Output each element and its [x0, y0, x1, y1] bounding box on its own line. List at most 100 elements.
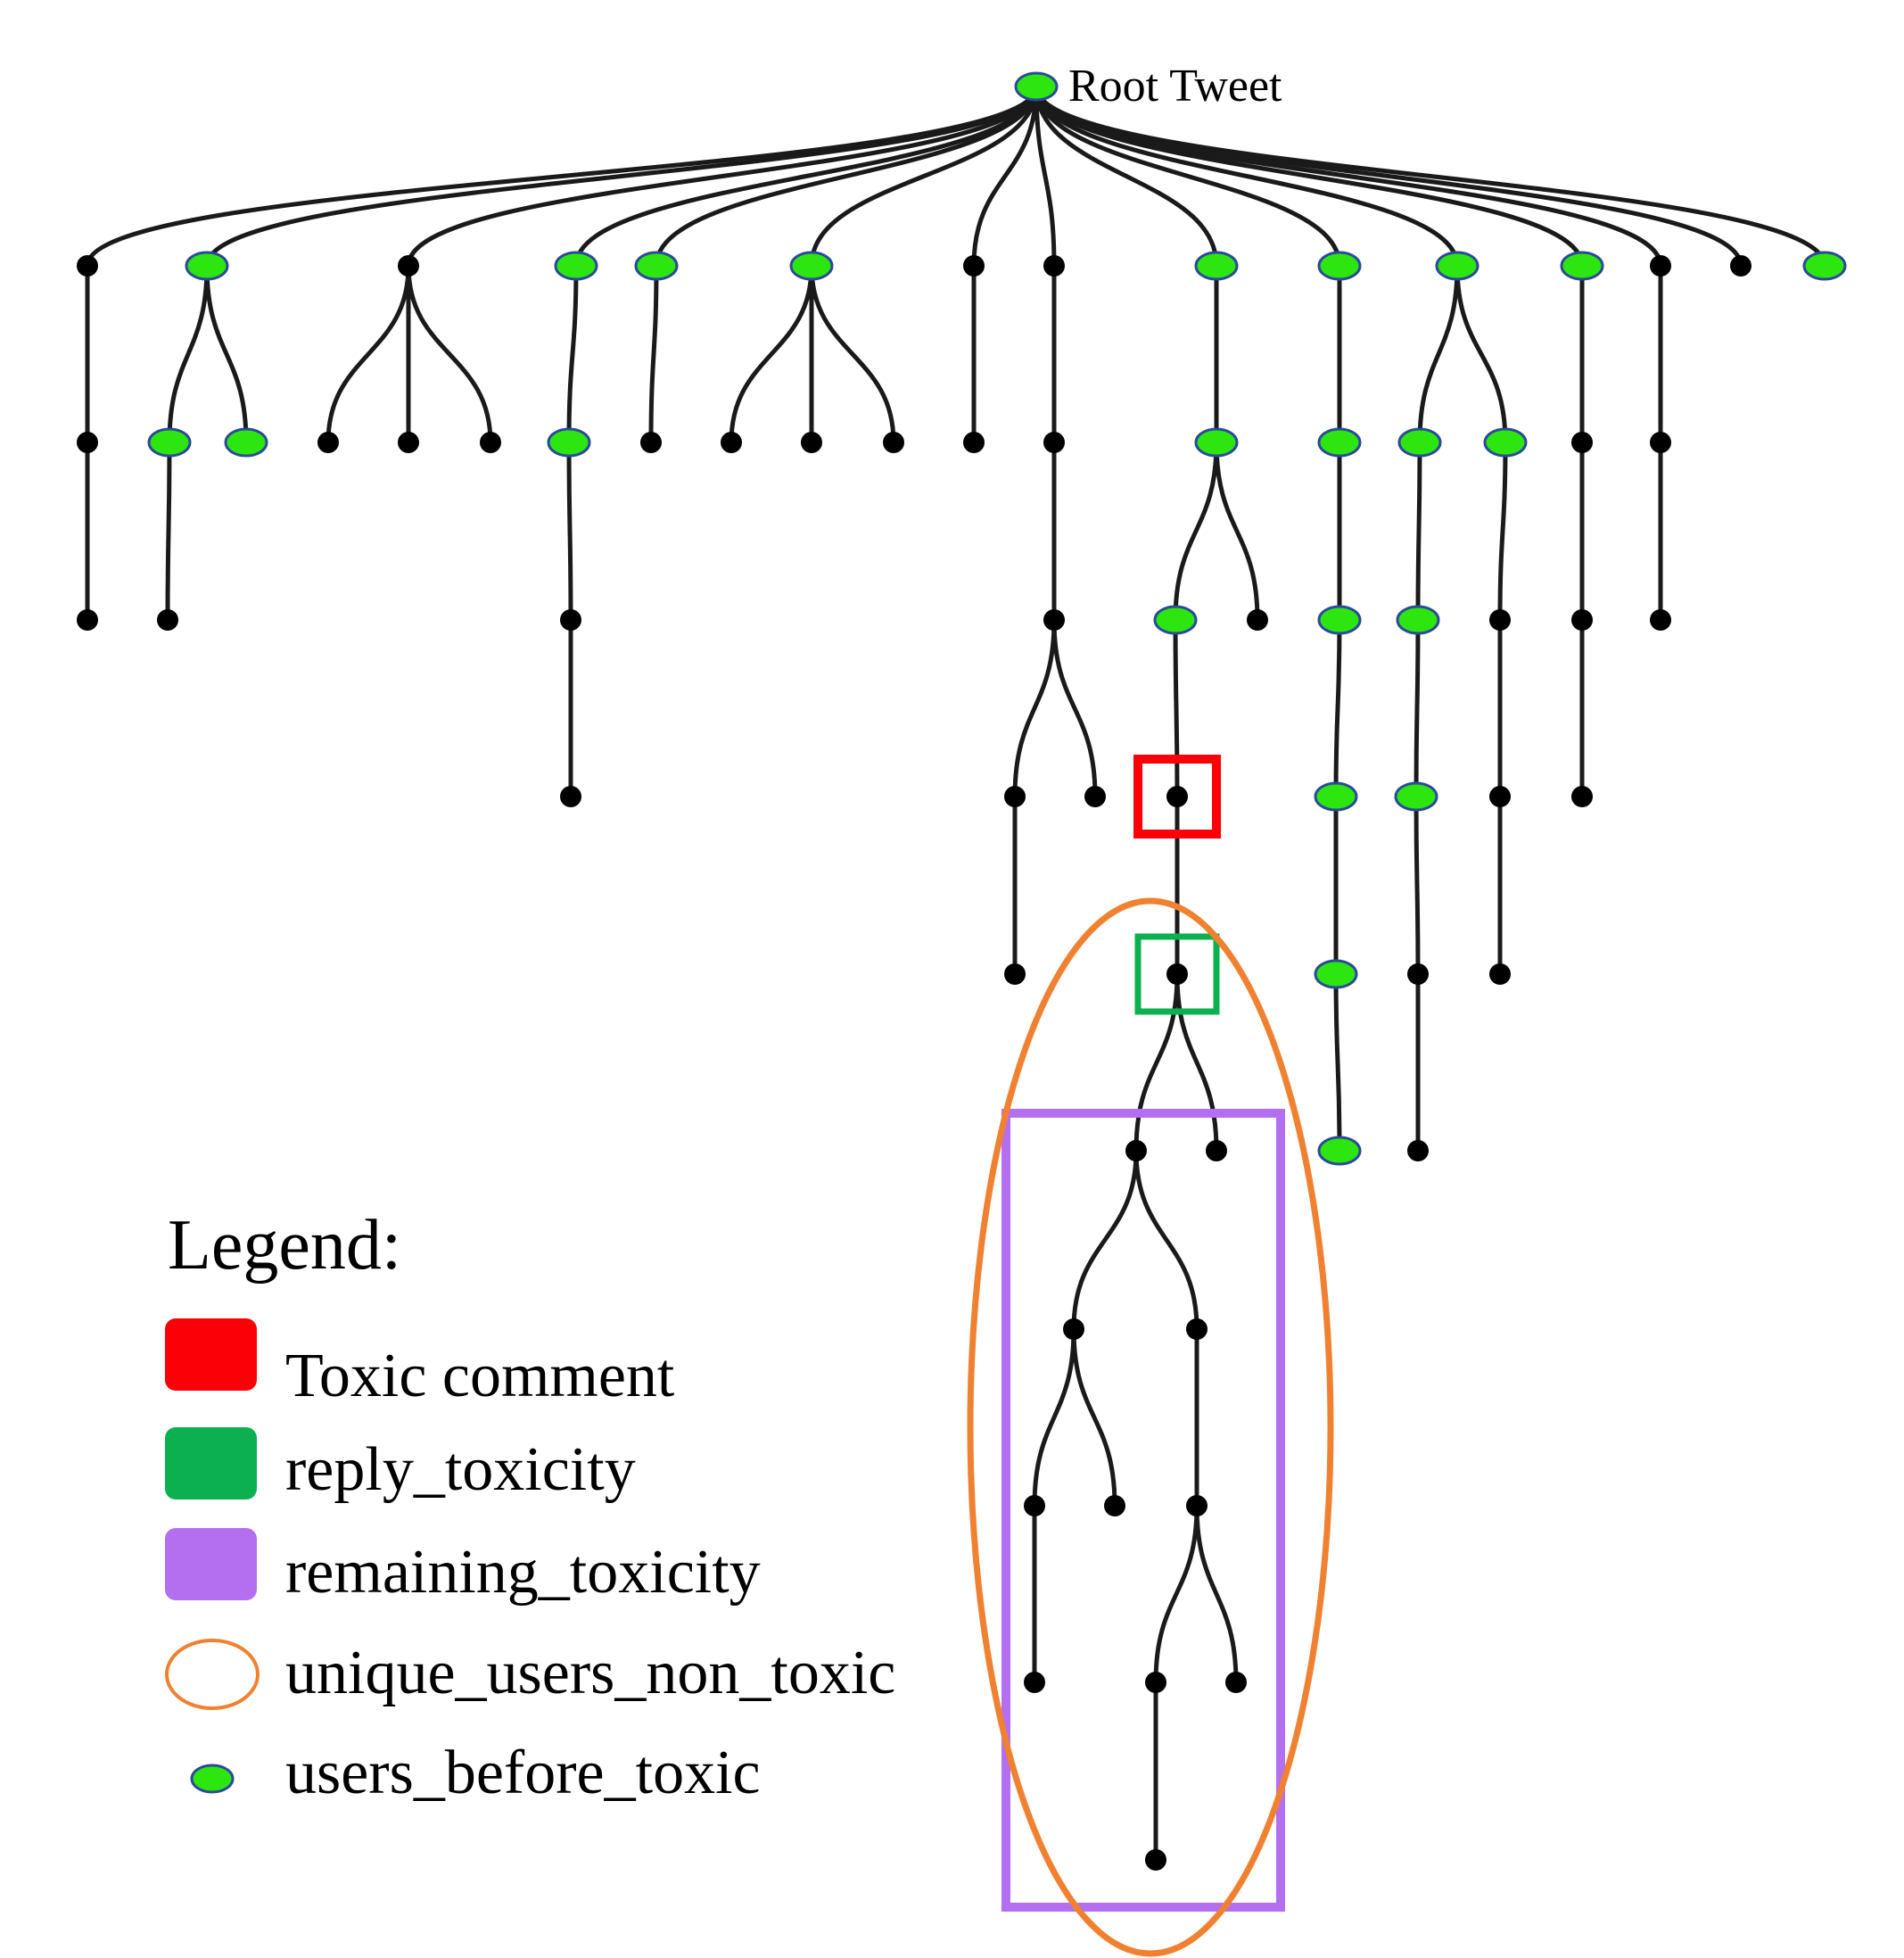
edge-f1-f2c	[809, 265, 896, 443]
reply-node-f2a	[721, 432, 742, 453]
reply-node-m2	[1650, 432, 1671, 453]
edge-r-i1	[1034, 86, 1219, 267]
reply-node-p6a	[1125, 1140, 1147, 1161]
reply-node-c2c	[480, 432, 501, 453]
legend-swatch-reply-toxicity	[165, 1427, 257, 1499]
reply-node-q7b	[1186, 1318, 1208, 1340]
reply-node-a3	[77, 609, 98, 631]
edge-b1-b2	[167, 265, 210, 443]
user-node-j3	[1317, 605, 1362, 635]
edge-r-g1	[971, 86, 1039, 267]
edge-k2b-k3b	[1497, 442, 1508, 621]
unique-users-non-toxic-ellipse	[967, 897, 1334, 1957]
edge-r-k1	[1034, 86, 1460, 267]
reply-node-s8c	[1186, 1495, 1208, 1516]
user-node-k2b	[1483, 427, 1528, 458]
edge-p6a-q7a	[1071, 1150, 1139, 1330]
reply-node-c1	[398, 255, 419, 277]
edge-r-a1	[85, 86, 1039, 267]
edge-s8c-u9b	[1153, 1505, 1199, 1683]
reply-node-l2	[1571, 432, 1593, 453]
user-node-d2	[547, 427, 591, 458]
legend-label-reply-toxicity: reply_toxicity	[285, 1435, 636, 1504]
node-layer	[77, 71, 1847, 1871]
reply-node-k3b	[1489, 609, 1511, 631]
reply-node-h5	[1004, 963, 1026, 985]
reply-node-g2	[963, 432, 985, 453]
edge-d2-d3	[566, 442, 573, 621]
legend-swatch-toxic-comment	[165, 1318, 257, 1391]
edge-r5-p6b	[1175, 973, 1219, 1152]
edge-k1-k2b	[1455, 265, 1508, 443]
legend-label-users-before-toxic: users_before_toxic	[285, 1739, 761, 1807]
reply-node-u9b	[1145, 1672, 1166, 1693]
user-node-f1	[789, 251, 834, 281]
edge-r-o1	[1034, 86, 1827, 267]
legend-title: Legend:	[168, 1206, 401, 1285]
edge-j5-j6	[1333, 973, 1342, 1152]
reply-node-d4	[560, 786, 581, 807]
reply-node-h4b	[1084, 786, 1106, 807]
edge-k2a-k3a	[1415, 442, 1422, 621]
edge-r-b1	[204, 86, 1039, 267]
user-node-j1	[1317, 251, 1362, 281]
reply-node-g1	[963, 255, 985, 277]
user-node-k3a	[1396, 605, 1440, 635]
remaining-toxicity-box	[1001, 1109, 1285, 1912]
reply-node-a2	[77, 432, 98, 453]
reply-node-k6	[1407, 1140, 1429, 1161]
annotation-layer	[967, 755, 1334, 1957]
reply-node-h2	[1043, 432, 1065, 453]
edge-i2-i3b	[1214, 442, 1260, 621]
legend-label-remaining-toxicity: remaining_toxicity	[285, 1538, 761, 1607]
user-node-o1	[1802, 251, 1847, 281]
reply-node-m1	[1650, 255, 1671, 277]
reply-toxicity-marker	[1134, 933, 1220, 1015]
reply-node-k5b	[1489, 963, 1511, 985]
legend-swatch-users-before-toxic	[190, 1764, 235, 1794]
user-node-i2	[1194, 427, 1239, 458]
reply-node-u9c	[1225, 1672, 1247, 1693]
edge-layer	[85, 86, 1827, 1860]
root-tweet-label: Root Tweet	[1068, 61, 1282, 112]
edge-b2-b3	[165, 442, 172, 621]
reply-node-i3b	[1247, 609, 1268, 631]
edge-h3-h4b	[1051, 619, 1098, 797]
edge-i2-i3a	[1173, 442, 1219, 621]
edge-i3a-t4	[1173, 619, 1180, 797]
edge-b1-b2b	[204, 265, 249, 443]
edge-r-h1	[1034, 86, 1057, 267]
user-node-l1	[1560, 251, 1604, 281]
legend-label-unique-users-non-toxic: unique_users_non_toxic	[285, 1639, 895, 1707]
user-node-b2	[147, 427, 192, 458]
legend-label-toxic-comment: Toxic comment	[285, 1342, 675, 1410]
reply-node-v10	[1145, 1849, 1166, 1871]
reply-node-a1	[77, 255, 98, 277]
edge-r5-p6a	[1133, 973, 1180, 1152]
edge-c1-c2c	[406, 265, 493, 443]
edge-r-d1	[573, 86, 1039, 267]
edge-q7a-s8a	[1032, 1328, 1076, 1507]
user-node-d1	[554, 251, 598, 281]
edge-e1-e2	[648, 265, 659, 443]
reply-node-c2a	[317, 432, 339, 453]
user-node-b1	[185, 251, 229, 281]
user-node-k1	[1435, 251, 1480, 281]
reply-node-f2c	[883, 432, 904, 453]
reply-node-h1	[1043, 255, 1065, 277]
reply-node-s8a	[1024, 1495, 1045, 1516]
user-node-k2a	[1397, 427, 1442, 458]
edge-r-f1	[809, 86, 1039, 267]
root-tweet-node	[1014, 71, 1059, 102]
reply-node-k5a	[1407, 963, 1429, 985]
legend: Legend: Toxic comment reply_toxicity rem…	[165, 1206, 895, 1807]
reply-node-s8b	[1104, 1495, 1125, 1516]
user-node-j2	[1317, 427, 1362, 458]
reply-node-c2b	[398, 432, 419, 453]
edge-c1-c2a	[326, 265, 411, 443]
reply-node-l4	[1571, 786, 1593, 807]
reply-node-k4b	[1489, 786, 1511, 807]
reply-node-b3	[157, 609, 178, 631]
user-node-b2b	[224, 427, 268, 458]
